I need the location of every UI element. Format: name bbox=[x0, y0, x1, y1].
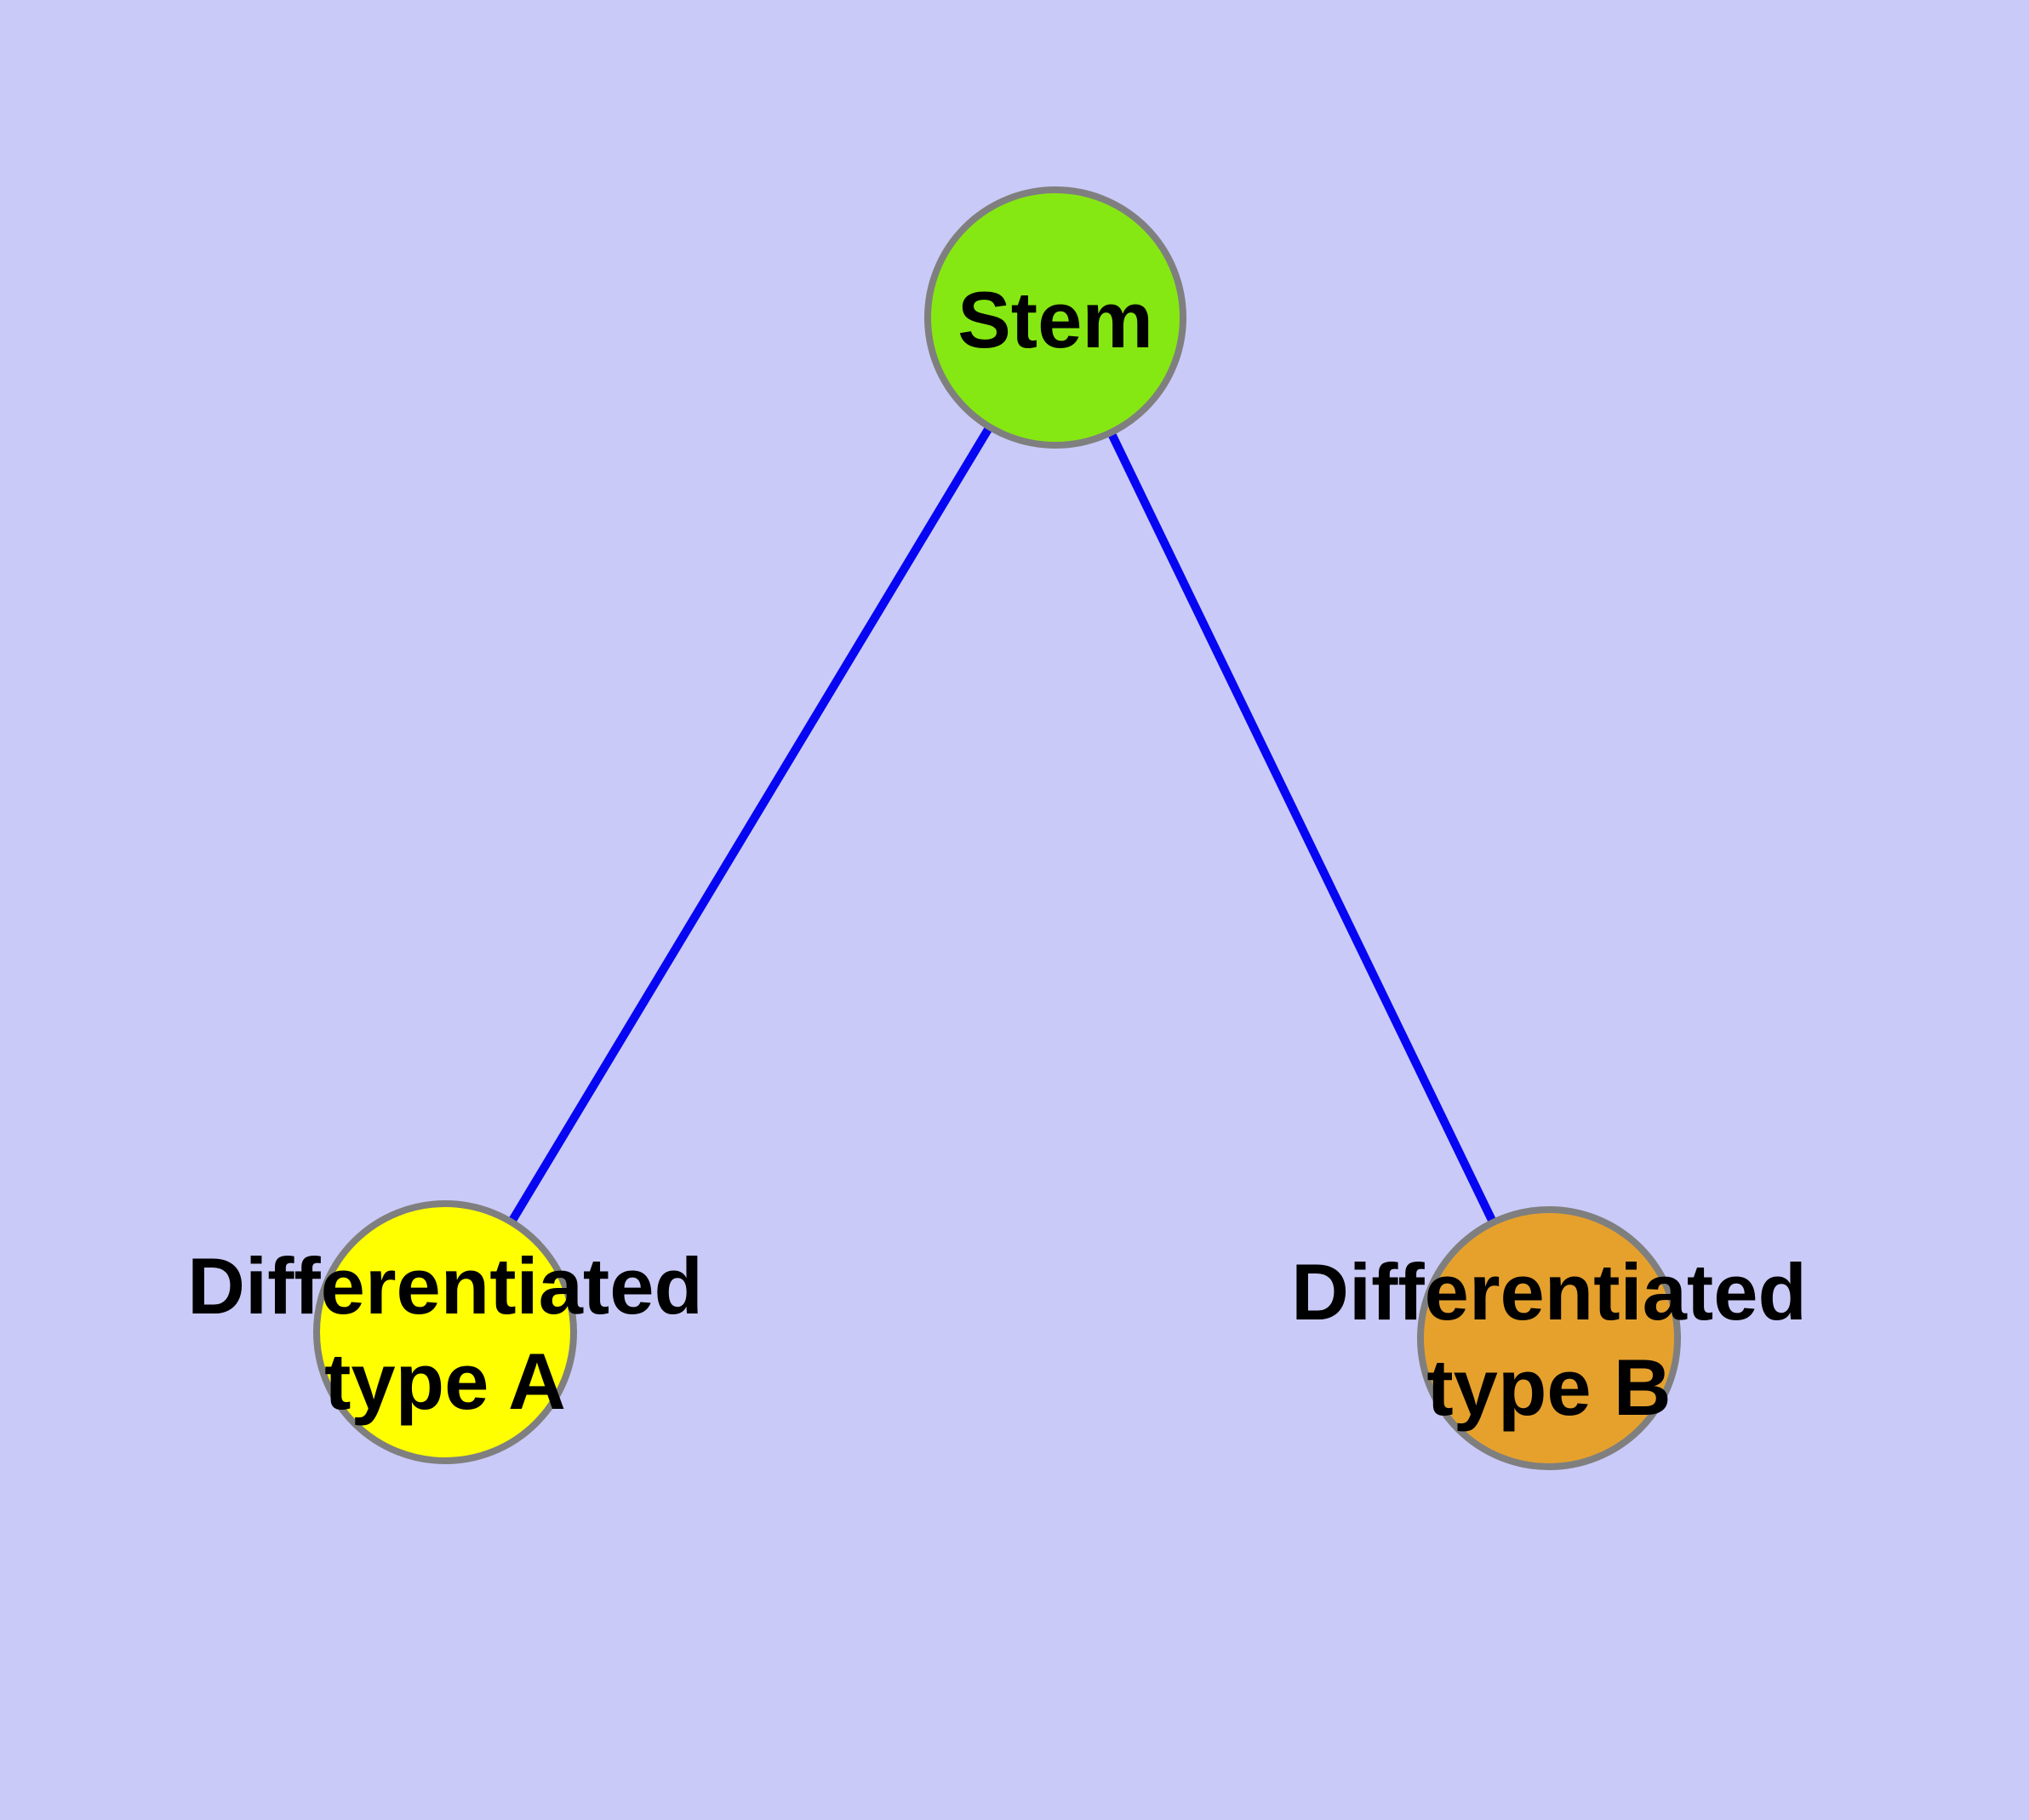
node-type-a-label-line1: Differentiated bbox=[187, 1241, 703, 1331]
node-differentiated-type-a[interactable] bbox=[313, 1200, 577, 1464]
edge-stem-to-type-a[interactable] bbox=[441, 315, 1060, 1335]
node-differentiated-type-b[interactable] bbox=[1417, 1206, 1681, 1470]
node-stem-label: Stem bbox=[957, 275, 1153, 364]
edge-stem-to-type-b[interactable] bbox=[1051, 315, 1553, 1341]
node-stem[interactable] bbox=[924, 186, 1186, 449]
node-type-b-label-line1: Differentiated bbox=[1291, 1247, 1807, 1336]
node-type-b-label-line2: type B bbox=[1426, 1342, 1671, 1432]
node-type-a-label-line2: type A bbox=[324, 1336, 566, 1426]
